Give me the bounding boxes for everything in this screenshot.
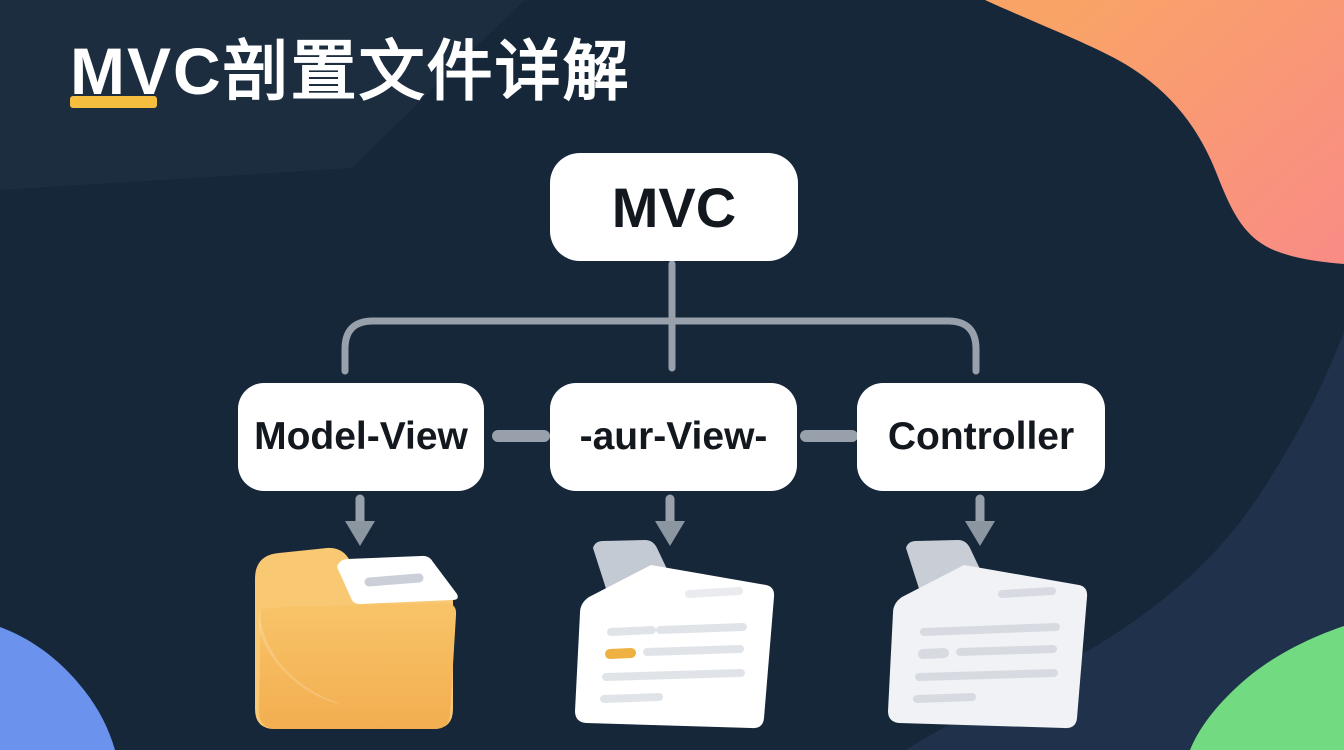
title-accent-bar [70, 96, 157, 108]
node-mvc-label: MVC [611, 175, 737, 239]
document-icon [575, 540, 775, 729]
node-controller-label: Controller [887, 415, 1075, 458]
coral-blob [985, 0, 1344, 264]
page-title: MVC剖置文件详解 [70, 34, 631, 109]
navy-wave [906, 332, 1344, 750]
node-controller: Controller [857, 383, 1105, 491]
node-model-view-label: Model-View [254, 415, 468, 458]
folder-icon [255, 547, 458, 729]
blue-blob [0, 627, 115, 750]
document-icon [888, 540, 1088, 729]
node-model-view: Model-View [238, 383, 484, 491]
node-aur-view-label: -aur-View- [579, 415, 768, 458]
node-aur-view: -aur-View- [550, 383, 797, 491]
node-mvc: MVC [550, 153, 798, 261]
green-blob [1190, 626, 1344, 750]
